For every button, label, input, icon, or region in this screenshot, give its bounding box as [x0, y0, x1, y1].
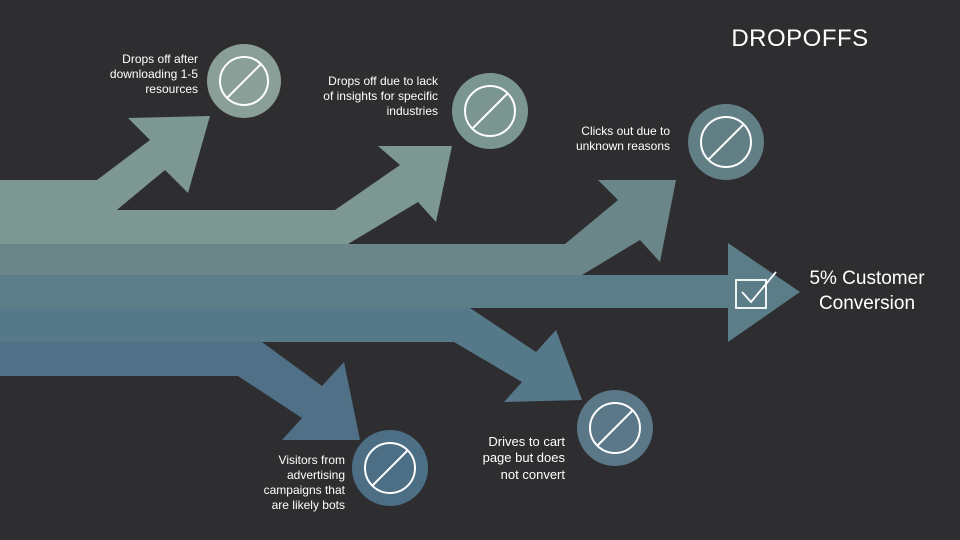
dropoff-badge-resources — [207, 44, 281, 118]
dropoff-label-insights: Drops off due to lack of insights for sp… — [323, 74, 438, 118]
main-arrow-conversion — [0, 243, 800, 342]
dropoff-badge-cart — [577, 390, 653, 466]
branch-arrow-cart — [0, 308, 582, 402]
page-title: DROPOFFS — [731, 25, 869, 52]
prohibited-icon — [219, 56, 269, 106]
branch-arrow-bots — [0, 342, 360, 440]
prohibited-icon — [700, 116, 752, 168]
branch-arrow-resources — [0, 116, 210, 214]
branch-arrow-insights — [0, 146, 452, 244]
branch-arrow-clicks — [0, 180, 676, 275]
checkbox-check-icon — [735, 271, 777, 309]
dropoff-badge-bots — [352, 430, 428, 506]
dropoff-label-bots: Visitors from advertising campaigns that… — [263, 453, 345, 512]
dropoff-badge-insights — [452, 73, 528, 149]
dropoff-label-clicks: Clicks out due to unknown reasons — [575, 124, 670, 153]
conversion-label: 5% Customer Conversion — [809, 268, 925, 314]
dropoff-badge-clicks — [688, 104, 764, 180]
dropoff-label-cart: Drives to cart page but does not convert — [482, 434, 565, 482]
prohibited-icon — [589, 402, 641, 454]
dropoff-label-resources: Drops off after downloading 1-5 resource… — [109, 52, 198, 96]
prohibited-icon — [464, 85, 516, 137]
prohibited-icon — [364, 442, 416, 494]
